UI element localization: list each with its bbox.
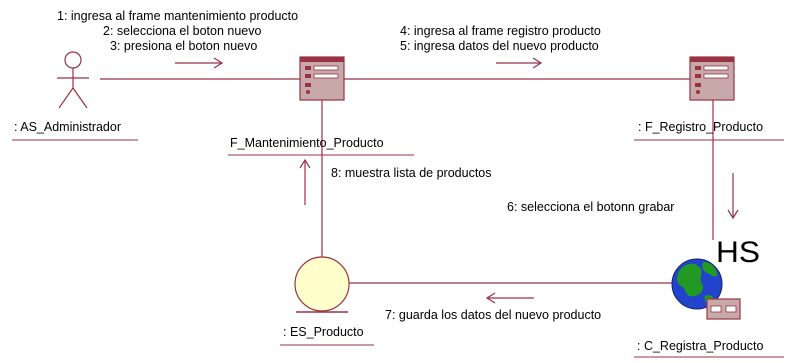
actor-stick-figure-icon <box>57 51 89 109</box>
message-3: 3: presiona el boton nuevo <box>110 39 257 53</box>
message-1: 1: ingresa al frame mantenimiento produc… <box>57 9 298 23</box>
message-8: 8: muestra lista de productos <box>331 166 492 180</box>
control-hs-badge: HS <box>716 236 760 269</box>
actor-name: : AS_Administrador <box>14 120 121 134</box>
registro-name: : F_Registro_Producto <box>638 120 763 134</box>
boundary-form-icon <box>689 56 735 101</box>
message-2: 2: selecciona el boton nuevo <box>103 24 261 38</box>
object-f-mantenimiento-producto[interactable]: F_Mantenimiento_Producto <box>228 56 414 156</box>
message-arrow-1-3 <box>175 57 224 69</box>
actor-as-administrador[interactable]: : AS_Administrador <box>12 51 138 141</box>
mantenimiento-name: F_Mantenimiento_Producto <box>230 136 384 150</box>
links <box>100 78 714 284</box>
boundary-form-icon <box>299 56 345 101</box>
message-arrow-8 <box>299 158 311 205</box>
message-labels: 1: ingresa al frame mantenimiento produc… <box>57 9 674 322</box>
entity-name: : ES_Producto <box>283 325 364 339</box>
object-c-registra-producto[interactable]: HS : C_Registra_Producto <box>634 236 784 358</box>
control-globe-icon <box>671 258 741 320</box>
message-arrows <box>175 57 739 304</box>
message-4: 4: ingresa al frame registro producto <box>400 24 601 38</box>
message-5: 5: ingresa datos del nuevo producto <box>400 39 599 53</box>
entity-circle-icon <box>294 256 350 313</box>
object-f-registro-producto[interactable]: : F_Registro_Producto <box>634 56 784 141</box>
message-arrow-4-5 <box>496 57 543 69</box>
message-6: 6: selecciona el botonn grabar <box>507 200 674 214</box>
message-arrow-6 <box>727 173 739 220</box>
control-name: : C_Registra_Producto <box>637 339 764 353</box>
message-7: 7: guarda los datos del nuevo producto <box>385 308 601 322</box>
message-arrow-7 <box>485 292 534 304</box>
object-es-producto[interactable]: : ES_Producto <box>280 256 374 346</box>
